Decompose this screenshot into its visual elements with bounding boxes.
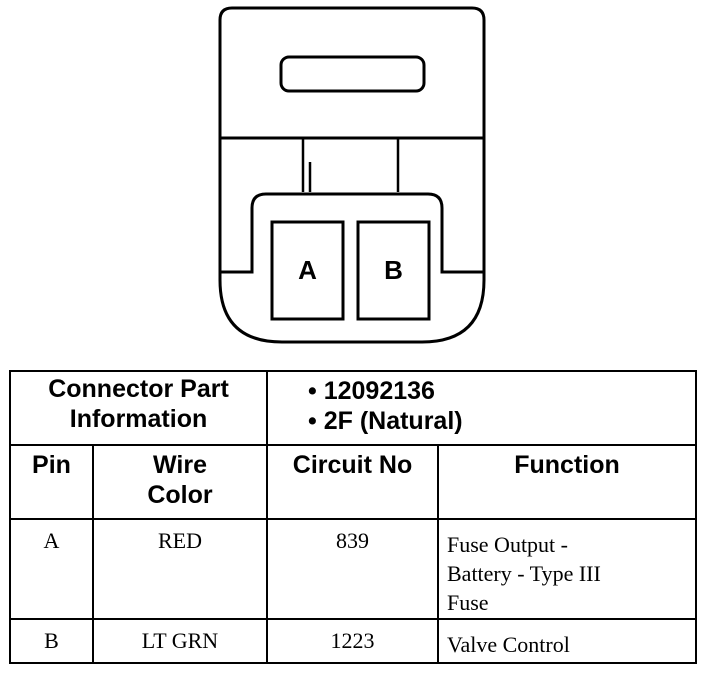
header-wire-color-line2: Color xyxy=(147,481,213,509)
part-color-code: • 2F (Natural) xyxy=(308,407,463,435)
connector-diagram: A B xyxy=(218,6,486,344)
connector-body xyxy=(218,6,486,344)
pin-a-label: A xyxy=(298,255,317,285)
row-b-function: Valve Control xyxy=(436,618,698,664)
row-a-wire-color: RED xyxy=(92,518,268,620)
header-wire-color-line1: Wire xyxy=(153,451,207,479)
part-number: • 12092136 xyxy=(308,377,435,405)
header-wire-color: Wire Color xyxy=(92,444,268,520)
part-numbers-cell: • 12092136 • 2F (Natural) xyxy=(265,370,698,446)
lock-tab-slot xyxy=(279,55,426,93)
pin-b-terminal xyxy=(356,220,431,321)
row-b-pin: B xyxy=(9,618,94,664)
pin-cavity-outline xyxy=(220,192,484,274)
row-a-pin: A xyxy=(9,518,94,620)
part-info-row: Connector Part Information • 12092136 • … xyxy=(9,370,698,446)
part-info-label-line2: Information xyxy=(69,405,208,433)
row-b-function-line1: Valve Control xyxy=(447,632,570,657)
part-info-label-cell: Connector Part Information xyxy=(9,370,268,446)
header-circuit-no: Circuit No xyxy=(266,444,439,520)
row-a-circuit-no: 839 xyxy=(266,518,439,620)
pin-a-terminal xyxy=(270,220,345,321)
row-b-wire-color: LT GRN xyxy=(92,618,268,664)
row-a-function-line1: Fuse Output - xyxy=(447,532,568,557)
connector-pin-table: Connector Part Information • 12092136 • … xyxy=(9,370,698,664)
header-function: Function xyxy=(436,444,698,520)
column-header-row: Pin Wire Color Circuit No Function xyxy=(9,444,698,520)
row-a-function-line2: Battery - Type III xyxy=(447,561,601,586)
table-row: A RED 839 Fuse Output - Battery - Type I… xyxy=(9,518,698,620)
header-pin: Pin xyxy=(9,444,94,520)
row-a-function: Fuse Output - Battery - Type III Fuse xyxy=(436,518,698,620)
part-info-label-line1: Connector Part xyxy=(48,375,229,403)
table-row: B LT GRN 1223 Valve Control xyxy=(9,618,698,664)
pin-b-label: B xyxy=(384,255,403,285)
row-a-function-line3: Fuse xyxy=(447,590,489,615)
row-b-circuit-no: 1223 xyxy=(266,618,439,664)
